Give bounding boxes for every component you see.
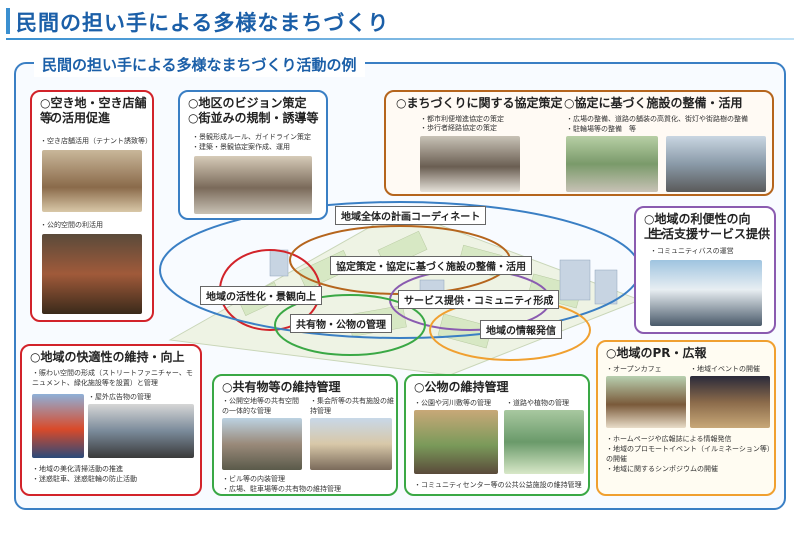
- vacant-title-1: ○空き地・空き店舗等: [40, 96, 147, 125]
- vacant-bullet-2: ・公的空間の利活用: [40, 221, 103, 229]
- agreement-title-1: ○まちづくりに関する協定策定: [396, 96, 563, 110]
- comfort-bullet-3: ・地域の美化清掃活動の推進: [32, 465, 123, 473]
- label-info: 地域の情報発信: [480, 320, 562, 339]
- vision-bullet-2: ・建築・景観協定案作成、運用: [192, 143, 290, 151]
- shared-title: ○共有物等の維持管理: [222, 380, 341, 394]
- box-public: ○公物の維持管理 ・公園や河川敷等の管理 ・道路や植物の管理 ・コミュニティセン…: [404, 374, 590, 496]
- comfort-bullet-1: ・賑わい空間の形成（ストリートファニチャー、モニュメント、緑化施設等を設置）と管…: [32, 369, 193, 387]
- box-vacant: ○空き地・空き店舗等 の活用促進 ・空き店舗活用（テナント誘致等） ・公的空間の…: [30, 90, 154, 322]
- shared-ellipse: [274, 294, 426, 356]
- outdoor-ad-photo: [88, 404, 194, 458]
- box-shared: ○共有物等の維持管理 ・公開空地等の共有空間の一体的な管理 ・集会所等の共有施設…: [212, 374, 398, 496]
- public-title: ○公物の維持管理: [414, 380, 509, 394]
- title-underline: [6, 38, 794, 40]
- service-title-1: ○地域の利便性の向上・: [644, 212, 751, 241]
- pr-bullet-2: ・地域イベントの開催: [690, 365, 760, 373]
- event-photo: [690, 376, 770, 428]
- title-accent: [6, 8, 10, 34]
- page-title: 民間の担い手による多様なまちづくり: [16, 11, 390, 35]
- vision-bullet-1: ・景観形成ルール、ガイドライン策定: [192, 133, 311, 141]
- vision-title-1: ○地区のビジョン策定: [188, 96, 307, 110]
- pr-bullet-5: ・地域に関するシンポジウムの開催: [606, 465, 718, 473]
- box-vision: ○地区のビジョン策定 ○街並みの規制・誘導等 ・景観形成ルール、ガイドライン策定…: [178, 90, 328, 220]
- agreement-bullet-2: ・歩行者経路協定の策定: [420, 124, 497, 132]
- public-bullet-3: ・コミュニティセンター等の公共公益施設の維持管理: [414, 481, 582, 489]
- public-bullet-1: ・公園や河川敷等の管理: [414, 399, 491, 407]
- pr-title: ○地域のPR・広報: [606, 346, 707, 360]
- open-cafe-photo: [606, 376, 686, 428]
- public-space-photo: [42, 234, 142, 314]
- pr-bullet-1: ・オープンカフェ: [606, 365, 662, 373]
- streetlight-banner-photo: [32, 394, 84, 458]
- vacant-title-2: の活用促進: [50, 111, 111, 125]
- open-space-photo: [222, 418, 302, 470]
- community-bus-photo: [650, 260, 762, 326]
- label-service: サービス提供・コミュニティ形成: [398, 290, 560, 309]
- service-title-2: 生活支援サービス提供: [650, 227, 771, 241]
- comfort-bullet-4: ・迷惑駐車、迷惑駐輪の防止活動: [32, 475, 137, 483]
- agreement-bullet-1: ・都市利便増進協定の策定: [420, 115, 504, 123]
- workshop-photo: [194, 156, 312, 214]
- park-photo: [414, 410, 498, 474]
- agreement-title-2: ○協定に基づく施設の整備・活用: [564, 96, 743, 110]
- city-illustration: 地域全体の計画コーディネート 協定策定・協定に基づく施設の整備・活用 地域の活性…: [150, 190, 650, 376]
- label-revitalize: 地域の活性化・景観向上: [200, 286, 322, 305]
- box-service: ○地域の利便性の向上・ 生活支援サービス提供 ・コミュニティバスの運営: [634, 206, 776, 334]
- planting-photo: [504, 410, 584, 474]
- shared-bullet-1: ・公開空地等の共有空間の一体的な管理: [222, 397, 299, 415]
- shared-bullet-3: ・ビル等の内装管理: [222, 475, 285, 483]
- box-pr: ○地域のPR・広報 ・オープンカフェ ・地域イベントの開催 ・ホームページや広報…: [596, 340, 776, 496]
- comfort-title: ○地域の快適性の維持・向上: [30, 350, 185, 364]
- box-agreement: ○まちづくりに関する協定策定 ○協定に基づく施設の整備・活用 ・都市利便増進協定…: [384, 90, 774, 196]
- bicycle-parking-photo: [666, 136, 766, 192]
- agreement-bullet-4: ・駐輪場等の整備 等: [566, 125, 636, 133]
- label-plan: 地域全体の計画コーディネート: [335, 206, 487, 225]
- comfort-bullet-2: ・屋外広告物の管理: [88, 393, 151, 401]
- box-comfort: ○地域の快適性の維持・向上 ・賑わい空間の形成（ストリートファニチャー、モニュメ…: [20, 344, 202, 496]
- section-subtitle: 民間の担い手による多様なまちづくり活動の例: [34, 52, 365, 77]
- shared-bullet-4: ・広場、駐車場等の共有物の維持管理: [222, 485, 341, 493]
- agreement-bullet-3: ・広場の整備、道路の舗装の高質化、街灯や街路樹の整備: [566, 115, 748, 123]
- vision-title-2: ○街並みの規制・誘導等: [188, 111, 319, 125]
- label-shared: 共有物・公物の管理: [290, 314, 392, 333]
- pr-bullet-4: ・地域のプロモートイベント（イルミネーション等）の開催: [606, 445, 771, 463]
- shop-photo: [42, 150, 142, 212]
- vacant-bullet-1: ・空き店舗活用（テナント誘致等）: [40, 137, 152, 145]
- pr-bullet-3: ・ホームページや広報誌による情報発信: [606, 435, 732, 443]
- shared-bullet-2: ・集会所等の共有施設の維持管理: [310, 397, 394, 415]
- plaza-photo: [566, 136, 658, 192]
- building-photo: [310, 418, 392, 470]
- public-bullet-2: ・道路や植物の管理: [506, 399, 569, 407]
- service-bullet-1: ・コミュニティバスの運営: [650, 247, 734, 255]
- meeting-photo: [420, 136, 520, 192]
- label-agreement: 協定策定・協定に基づく施設の整備・活用: [330, 256, 532, 275]
- title-bar: 民間の担い手による多様なまちづくり: [0, 0, 800, 40]
